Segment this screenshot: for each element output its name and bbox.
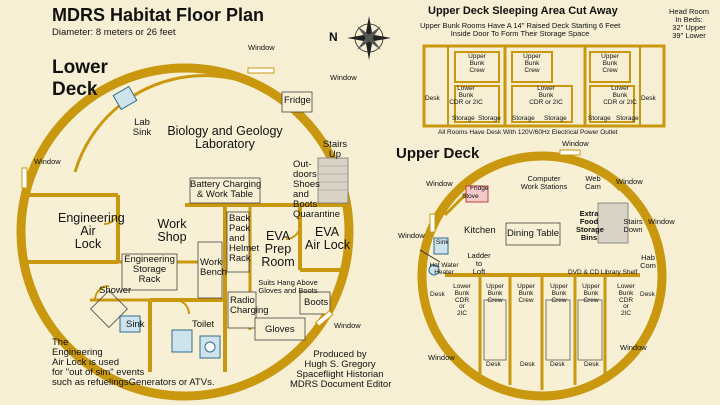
- upper-sink-label: Sink: [436, 239, 449, 246]
- shower-label: Shower: [99, 285, 132, 296]
- compass-north-label: N: [329, 30, 338, 44]
- lower-deck-heading-1: Lower: [52, 57, 108, 78]
- lower-deck-plan: [16, 63, 354, 401]
- upper-desk-label: Desk: [486, 361, 501, 368]
- upper-window-label: Window: [620, 343, 647, 352]
- cutaway-storage-label: Storage: [588, 115, 611, 122]
- kitchen-label: Kitchen: [464, 225, 496, 236]
- lower-deck-heading-2: Deck: [52, 79, 98, 100]
- upper-deck-heading: Upper Deck: [396, 145, 480, 162]
- lower-window-label: Window: [330, 73, 357, 82]
- upper-window-label: Window: [398, 231, 425, 240]
- upper-desk-label: Desk: [520, 361, 535, 368]
- cutaway-storage-label: Storage: [512, 115, 535, 122]
- stove-label: Stove: [462, 193, 479, 200]
- cutaway-subtitle: Upper Bunk Rooms Have A 14" Raised Deck …: [420, 21, 621, 38]
- upper-fridge-label: Fridge: [470, 185, 489, 192]
- gloves-label: Gloves: [265, 324, 295, 335]
- battery-charging-label: Battery Charging& Work Table: [190, 179, 262, 200]
- lower-window-label: Window: [34, 157, 61, 166]
- upper-deck-plan: [417, 149, 667, 401]
- lower-window-label: Window: [334, 321, 361, 330]
- boots-label: Boots: [304, 297, 329, 308]
- cutaway-storage-label: Storage: [478, 115, 501, 122]
- cutaway-storage-label: Storage: [544, 115, 567, 122]
- compass-icon: [347, 16, 391, 60]
- cutaway-footer: All Rooms Have Desk With 120V/60Hz Elect…: [438, 129, 618, 136]
- upper-window-label: Window: [616, 177, 643, 186]
- upper-window-label: Window: [426, 179, 453, 188]
- page-title: MDRS Habitat Floor Plan: [52, 5, 265, 25]
- lower-fridge-label: Fridge: [284, 95, 311, 106]
- cutaway-plan: [422, 44, 666, 128]
- upper-window-label: Window: [648, 217, 675, 226]
- cutaway-title: Upper Deck Sleeping Area Cut Away: [428, 5, 618, 17]
- cutaway-desk-label: Desk: [641, 95, 656, 102]
- upper-window-label: Window: [562, 139, 589, 148]
- lower-sink-label: Sink: [126, 319, 145, 330]
- cutaway-storage-label: Storage: [452, 115, 475, 122]
- cutaway-desk-label: Desk: [425, 95, 440, 102]
- upper-window-label: Window: [428, 353, 455, 362]
- upper-desk-label: Desk: [430, 291, 445, 298]
- upper-desk-label: Desk: [584, 361, 599, 368]
- upper-desk-label: Desk: [550, 361, 565, 368]
- dining-table-label: Dining Table: [506, 228, 560, 239]
- upper-desk-label: Desk: [640, 291, 655, 298]
- diameter-note: Diameter: 8 meters or 26 feet: [52, 27, 176, 38]
- lower-window-label: Window: [248, 43, 275, 52]
- toilet-label: Toilet: [192, 319, 215, 330]
- cutaway-storage-label: Storage: [616, 115, 639, 122]
- dvd-shelf-label: DVD & CD Library Shelf: [568, 269, 638, 276]
